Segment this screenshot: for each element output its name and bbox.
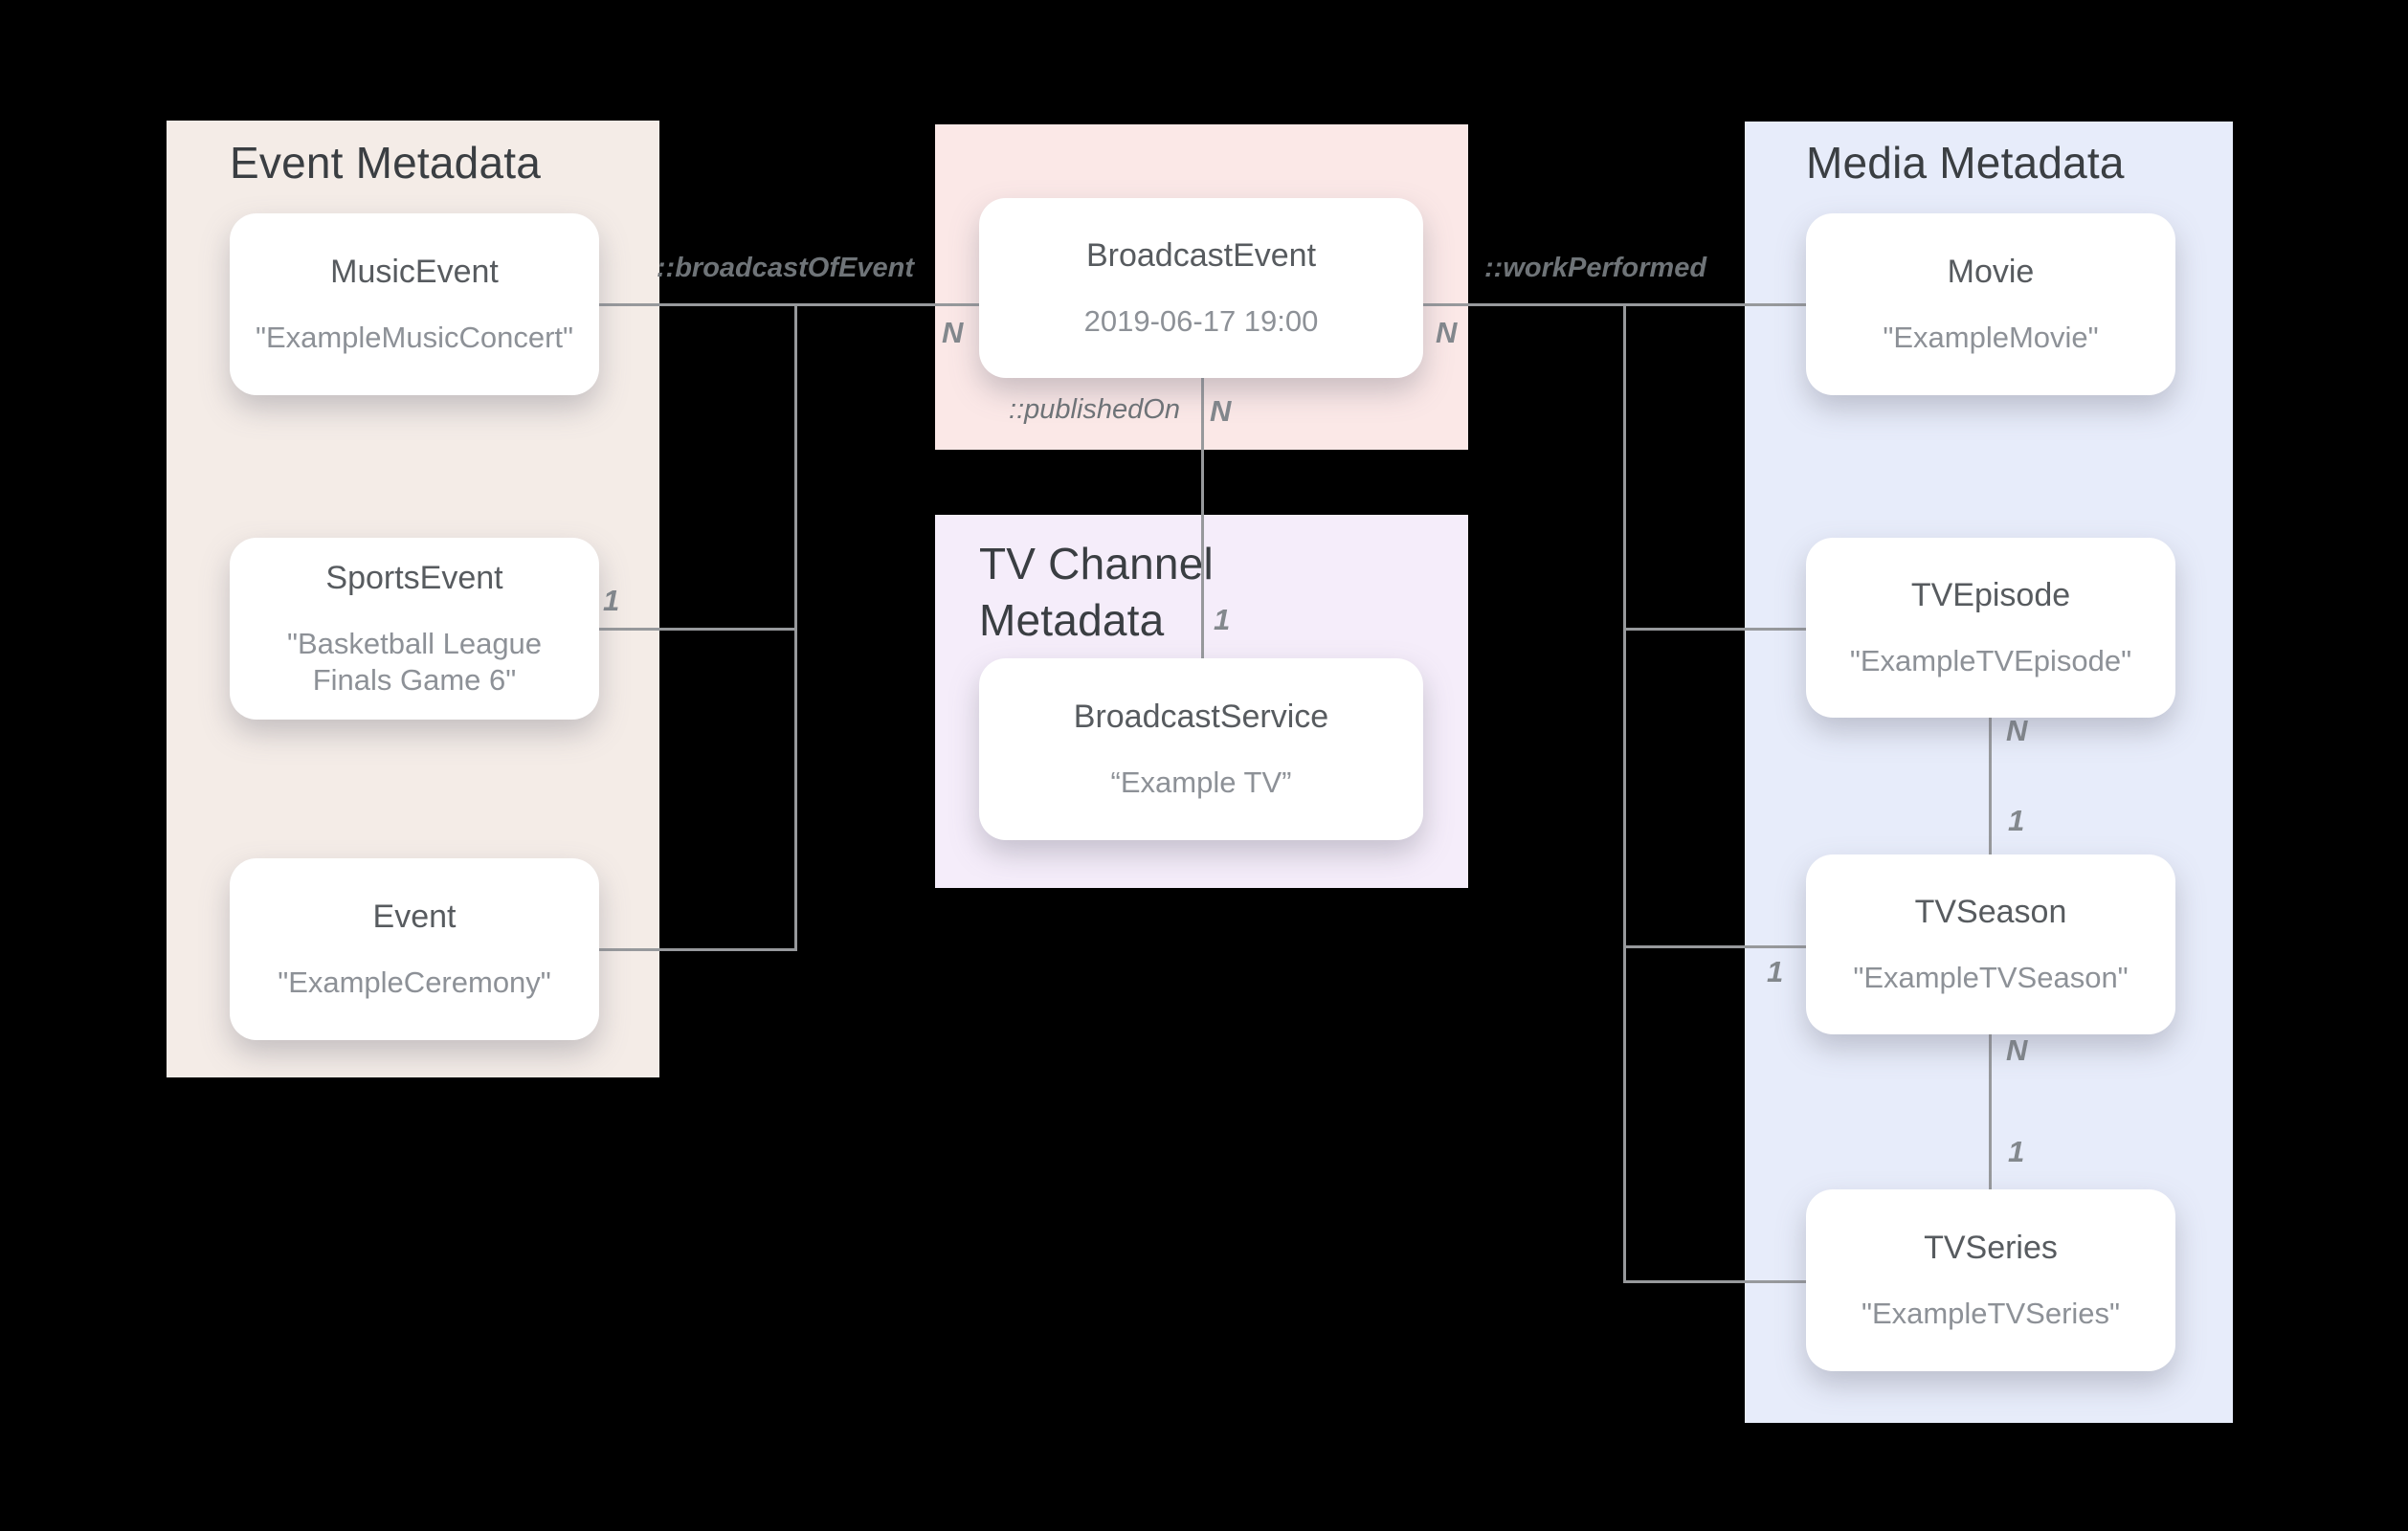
node-movie: Movie "ExampleMovie" — [1806, 213, 2175, 395]
node-title: BroadcastEvent — [1085, 236, 1317, 274]
node-title: Movie — [1947, 253, 2035, 290]
cardinality-n-season-series: N — [2006, 1033, 2028, 1067]
connector-right-rail — [1623, 303, 1626, 1283]
node-tvseries: TVSeries "ExampleTVSeries" — [1806, 1189, 2175, 1371]
cardinality-n-broadcast-left: N — [942, 316, 964, 349]
node-broadcastevent: BroadcastEvent 2019-06-17 19:00 — [979, 198, 1423, 378]
node-title: TVSeries — [1924, 1229, 2058, 1266]
cardinality-1-tvseason: 1 — [1767, 955, 1784, 988]
connector-sportsevent-branch — [599, 628, 794, 631]
cardinality-1-episode-season: 1 — [2008, 804, 2025, 837]
relation-label-broadcastofevent: ::broadcastOfEvent — [656, 253, 914, 283]
event-metadata-title: Event Metadata — [230, 138, 542, 188]
node-tvepisode: TVEpisode "ExampleTVEpisode" — [1806, 538, 2175, 718]
node-value: "ExampleMovie" — [1883, 320, 2099, 354]
node-title: TVEpisode — [1910, 576, 2071, 613]
node-tvseason: TVSeason "ExampleTVSeason" — [1806, 854, 2175, 1034]
connector-tvepisode-branch — [1626, 628, 1806, 631]
connector-event-branch — [599, 948, 797, 951]
node-value: "ExampleTVEpisode" — [1849, 643, 2132, 677]
node-event: Event "ExampleCeremony" — [230, 858, 599, 1040]
node-value: "ExampleMusicConcert" — [255, 320, 574, 354]
node-title: TVSeason — [1914, 893, 2067, 930]
node-title: SportsEvent — [325, 560, 503, 597]
node-musicevent: MusicEvent "ExampleMusicConcert" — [230, 213, 599, 395]
node-value: “Example TV” — [1110, 765, 1292, 799]
connector-left-rail — [794, 303, 797, 950]
cardinality-1-sportsevent: 1 — [603, 584, 620, 617]
connector-musicevent-broadcastevent — [599, 303, 979, 306]
relation-label-workperformed: ::workPerformed — [1484, 253, 1707, 283]
connector-tvseries-branch — [1626, 1280, 1806, 1283]
cardinality-n-publishedon: N — [1210, 394, 1232, 428]
relation-label-publishedon: ::publishedOn — [1009, 394, 1180, 425]
node-value: "ExampleTVSeries" — [1861, 1296, 2121, 1330]
node-value: "ExampleTVSeason" — [1853, 960, 2129, 994]
node-broadcastservice: BroadcastService “Example TV” — [979, 658, 1423, 840]
cardinality-1-season-series: 1 — [2008, 1135, 2025, 1168]
node-sportsevent: SportsEvent "Basketball League Finals Ga… — [230, 538, 599, 720]
node-value: "Basketball League Finals Game 6" — [286, 627, 543, 697]
node-title: BroadcastService — [1073, 698, 1329, 735]
cardinality-n-episode-season: N — [2006, 714, 2028, 747]
node-title: Event — [372, 898, 457, 935]
connector-tvseason-branch — [1626, 945, 1806, 948]
connector-tvepisode-tvseason — [1989, 718, 1992, 854]
tv-channel-metadata-title: TV Channel Metadata — [979, 539, 1214, 645]
node-value: 2019-06-17 19:00 — [1083, 303, 1319, 338]
connector-tvseason-tvseries — [1989, 1034, 1992, 1189]
connector-broadcastevent-movie — [1423, 303, 1806, 306]
cardinality-1-publishedon: 1 — [1214, 603, 1231, 636]
media-metadata-title: Media Metadata — [1806, 138, 2125, 188]
node-value: "ExampleCeremony" — [278, 965, 551, 999]
node-title: MusicEvent — [330, 253, 499, 290]
cardinality-n-broadcast-right: N — [1436, 316, 1458, 349]
connector-publishedon — [1201, 378, 1204, 658]
